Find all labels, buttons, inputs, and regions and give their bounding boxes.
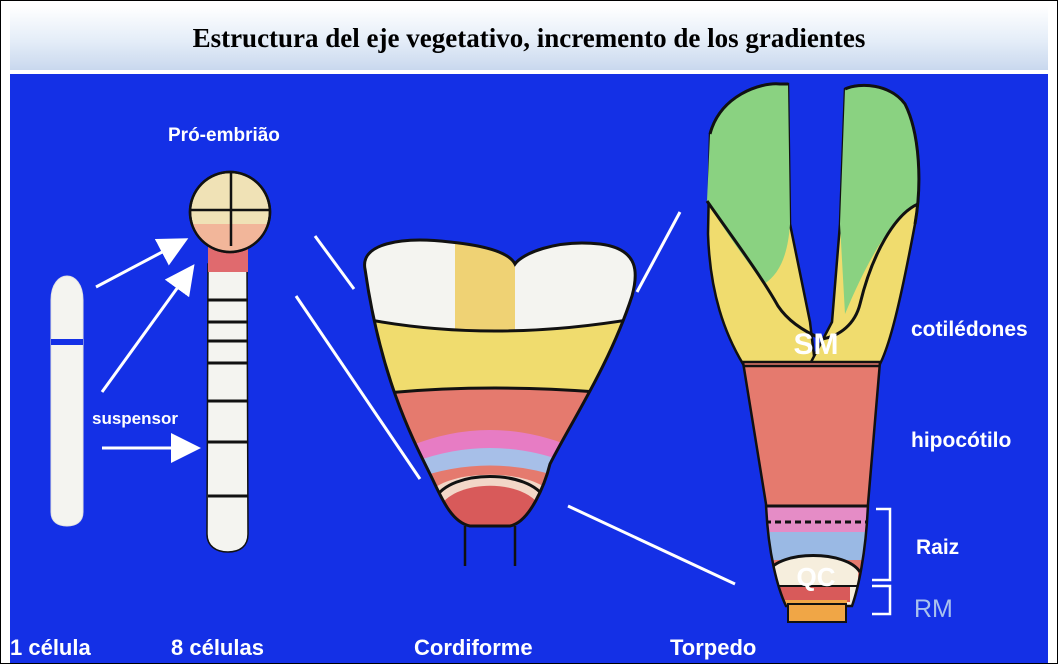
arrow-to-embryo-top bbox=[96, 241, 183, 287]
title-bar: Estructura del eje vegetativo, increment… bbox=[10, 6, 1048, 70]
stage-label-torpedo: Torpedo bbox=[670, 635, 756, 660]
cotyledons-label: cotilédones bbox=[911, 318, 1028, 341]
slide-title: Estructura del eje vegetativo, increment… bbox=[193, 23, 866, 54]
diagram-area: SM QC Pró-embrião suspensor cotilédones … bbox=[10, 74, 1048, 664]
rm-bracket bbox=[872, 586, 890, 614]
sm-label: SM bbox=[794, 328, 839, 361]
stage-label-8-cells: 8 células bbox=[171, 635, 264, 660]
pro-embryo-label: Pró-embrião bbox=[168, 125, 280, 146]
embryo-diagram: SM QC Pró-embrião suspensor cotilédones … bbox=[10, 74, 1048, 664]
hypocotyl-label: hipocótilo bbox=[911, 429, 1011, 452]
root-label: Raiz bbox=[916, 536, 959, 559]
root-brackets bbox=[872, 509, 890, 614]
rm-label: RM bbox=[914, 595, 953, 623]
eight-cell-embryo bbox=[190, 172, 270, 552]
qc-label: QC bbox=[797, 562, 836, 592]
torpedo-stage-embryo: SM QC bbox=[707, 84, 920, 622]
stage-label-heart: Cordiforme bbox=[414, 635, 533, 660]
one-cell-embryo bbox=[51, 276, 83, 526]
suspensor-label: suspensor bbox=[92, 409, 178, 428]
stage-label-1-cell: 1 célula bbox=[10, 635, 91, 660]
heart-stage-embryo bbox=[350, 224, 650, 566]
raiz-bracket bbox=[872, 509, 890, 580]
arrow-to-hypophysis bbox=[102, 269, 191, 392]
